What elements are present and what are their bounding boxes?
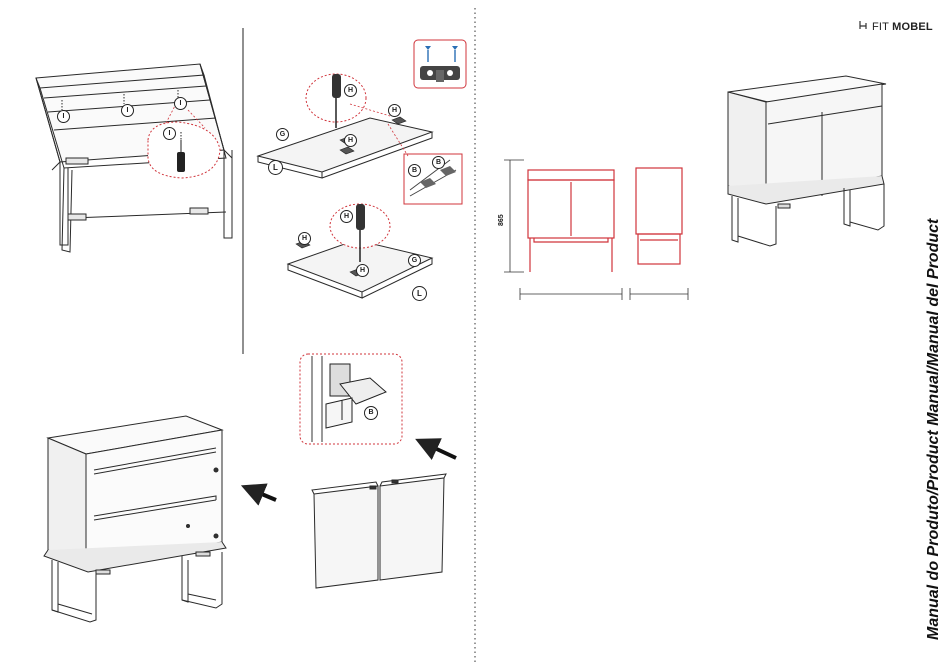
dimension-lines bbox=[504, 160, 688, 300]
label-B-2: B bbox=[432, 156, 445, 169]
label-G-1: G bbox=[276, 128, 289, 141]
side-elevation bbox=[636, 168, 682, 264]
hinge-icon bbox=[420, 66, 460, 82]
fittings-legend bbox=[414, 40, 466, 88]
front-elevation bbox=[528, 170, 614, 272]
label-H-5: H bbox=[298, 232, 311, 245]
height-dimension: 865 bbox=[498, 214, 505, 226]
label-L-1: L bbox=[268, 160, 283, 175]
finished-cabinet bbox=[728, 76, 886, 246]
label-H-2: H bbox=[388, 104, 401, 117]
label-H-6: H bbox=[356, 264, 369, 277]
cabinet-doors bbox=[312, 474, 446, 588]
label-I-1: I bbox=[57, 110, 70, 123]
label-L-2: L bbox=[412, 286, 427, 301]
label-B-1: B bbox=[408, 164, 421, 177]
label-G-2: G bbox=[408, 254, 421, 267]
label-I-4: I bbox=[163, 127, 176, 140]
label-I-2: I bbox=[121, 104, 134, 117]
label-H-1: H bbox=[344, 84, 357, 97]
step3-assembled-cabinet bbox=[44, 416, 226, 622]
door-hinge-detail bbox=[300, 354, 402, 444]
label-H-4: H bbox=[340, 210, 353, 223]
label-I-3: I bbox=[174, 97, 187, 110]
label-H-3: H bbox=[344, 134, 357, 147]
label-B-3: B bbox=[364, 406, 378, 420]
